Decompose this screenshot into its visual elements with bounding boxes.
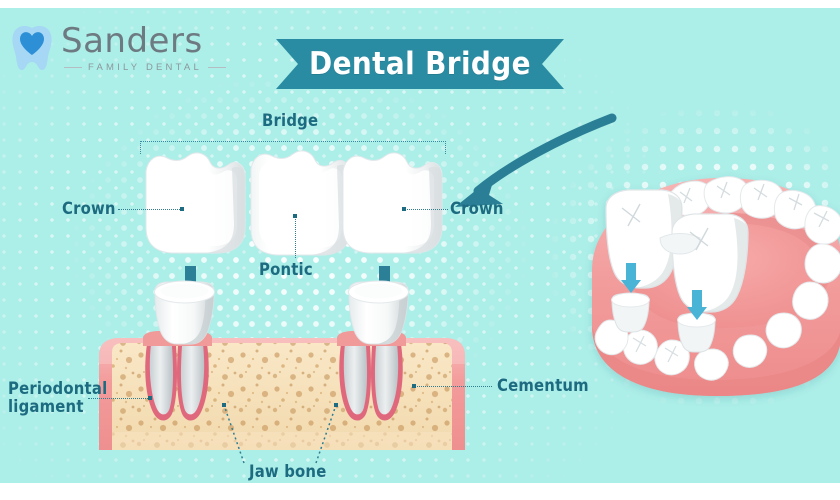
logo-name: Sanders bbox=[61, 21, 203, 61]
leader-dot-crown-right bbox=[402, 207, 406, 211]
model-placement-arrows bbox=[621, 263, 707, 320]
model-abutments bbox=[611, 292, 716, 353]
label-pontic: Pontic bbox=[259, 260, 313, 279]
label-cementum: Cementum bbox=[497, 376, 589, 395]
leader-dot-crown-left bbox=[180, 207, 184, 211]
aqua-panel: Sanders FAMILY DENTAL Dental Bridge Brid… bbox=[0, 8, 840, 483]
title-ribbon: Dental Bridge bbox=[276, 39, 564, 89]
leader-crown-left bbox=[118, 209, 182, 210]
top-white-strip bbox=[0, 0, 840, 8]
bridge-crowns bbox=[145, 150, 443, 256]
bridge-bracket bbox=[140, 141, 446, 154]
leader-pontic bbox=[295, 216, 296, 258]
ribbon-shape bbox=[276, 39, 564, 89]
leader-periodontal-ligament bbox=[88, 398, 150, 399]
label-crown-left: Crown bbox=[62, 199, 116, 218]
abutment-left bbox=[143, 280, 215, 421]
logo-rule-left bbox=[64, 67, 82, 69]
logo-rule-right bbox=[207, 67, 226, 69]
dental-arch-model bbox=[592, 176, 840, 396]
leader-cementum bbox=[414, 386, 492, 387]
leader-dot-cementum bbox=[412, 384, 416, 388]
jaw-cross-section bbox=[99, 280, 465, 450]
leader-crown-right bbox=[404, 209, 448, 210]
logo-tagline-row: FAMILY DENTAL bbox=[64, 63, 226, 73]
leader-dot-pontic bbox=[293, 214, 297, 218]
label-jaw-bone: Jaw bone bbox=[249, 462, 327, 481]
curved-arrow-left-icon bbox=[455, 113, 617, 207]
logo-tagline: FAMILY DENTAL bbox=[88, 62, 202, 73]
bottom-white-strip bbox=[0, 483, 840, 500]
page-title: Dental Bridge bbox=[309, 46, 531, 82]
pl-line2: ligament bbox=[8, 397, 84, 417]
leader-dot-periodontal-ligament bbox=[148, 396, 152, 400]
abutment-right bbox=[337, 280, 409, 421]
brand-logo[interactable]: Sanders FAMILY DENTAL bbox=[10, 24, 226, 73]
pl-line1: Periodontal bbox=[8, 379, 108, 398]
tooth-heart-icon bbox=[12, 26, 52, 71]
model-bridge-unit bbox=[605, 189, 749, 313]
label-crown-right: Crown bbox=[450, 199, 504, 218]
label-bridge: Bridge bbox=[262, 111, 319, 130]
